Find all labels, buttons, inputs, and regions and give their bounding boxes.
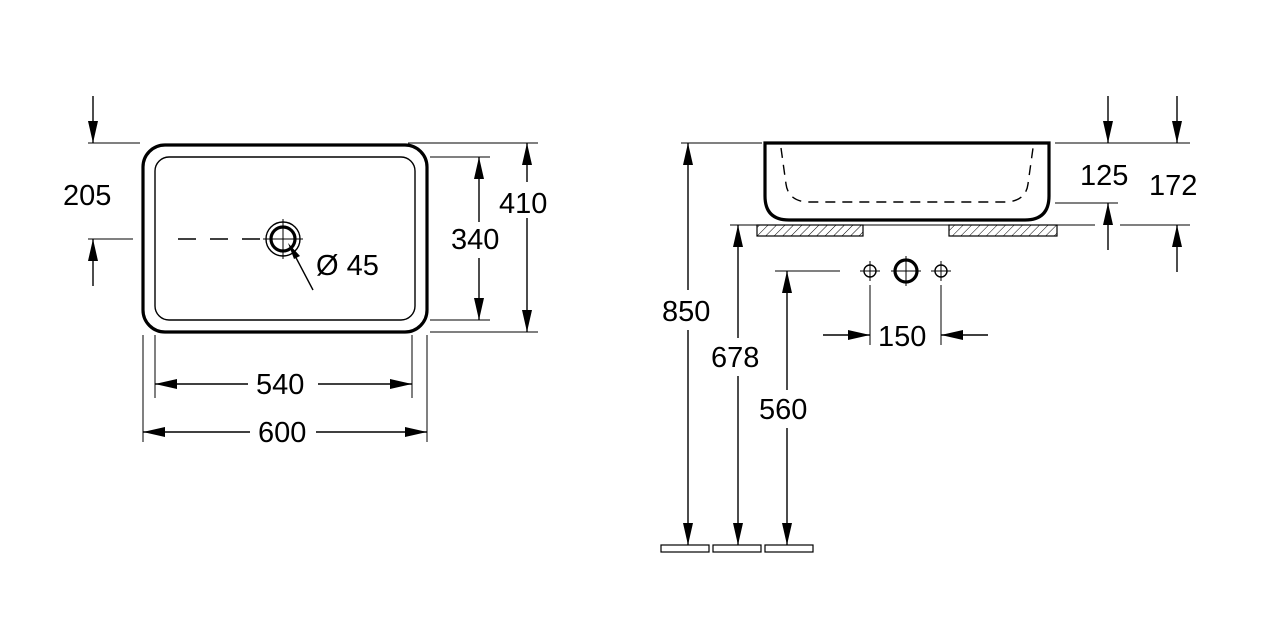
side-view: 150 850 678 560: [660, 96, 1197, 553]
floor-block-2: [712, 544, 762, 553]
dim-172-label: 172: [1149, 170, 1197, 202]
dim-540-label: 540: [256, 369, 304, 401]
dim-205-label: 205: [63, 180, 111, 212]
dim-205: [88, 96, 140, 286]
countertop-right: [948, 224, 1058, 237]
tap-hole-right-icon: [931, 261, 951, 281]
dim-540: [154, 335, 413, 398]
tap-hole-center-icon: [891, 256, 921, 286]
dim-410-label: 410: [499, 188, 547, 220]
countertop-left: [756, 224, 864, 237]
dim-150: [823, 285, 988, 345]
tap-hole-left-icon: [860, 261, 880, 281]
drain-leader-arrow: [288, 243, 300, 259]
basin-side-profile: [763, 141, 1051, 222]
dim-850: [681, 142, 762, 545]
floor-block-3: [764, 544, 814, 553]
dim-410: [408, 142, 538, 333]
dim-150-label: 150: [878, 321, 926, 353]
drain-leader-line: [292, 251, 314, 291]
dim-340-label: 340: [451, 224, 499, 256]
dim-560: [775, 270, 840, 545]
dim-678-label: 678: [711, 342, 759, 374]
basin-inner-bowl-dashed: [780, 147, 1034, 203]
drain-symbol: [263, 219, 303, 259]
basin-inner-outline: [154, 156, 416, 321]
drain-diameter-label: Ø 45: [316, 250, 379, 282]
dim-125-label: 125: [1080, 160, 1128, 192]
basin-outer-outline: [141, 143, 429, 334]
dim-850-label: 850: [662, 296, 710, 328]
dim-600-label: 600: [258, 417, 306, 449]
dim-678: [733, 225, 743, 545]
top-view: Ø 45 205 340 4: [63, 96, 547, 449]
dim-340: [430, 156, 490, 321]
dim-125-172: [1055, 96, 1190, 272]
floor-block-1: [660, 544, 710, 553]
dim-600: [142, 335, 428, 442]
dim-560-label: 560: [759, 394, 807, 426]
